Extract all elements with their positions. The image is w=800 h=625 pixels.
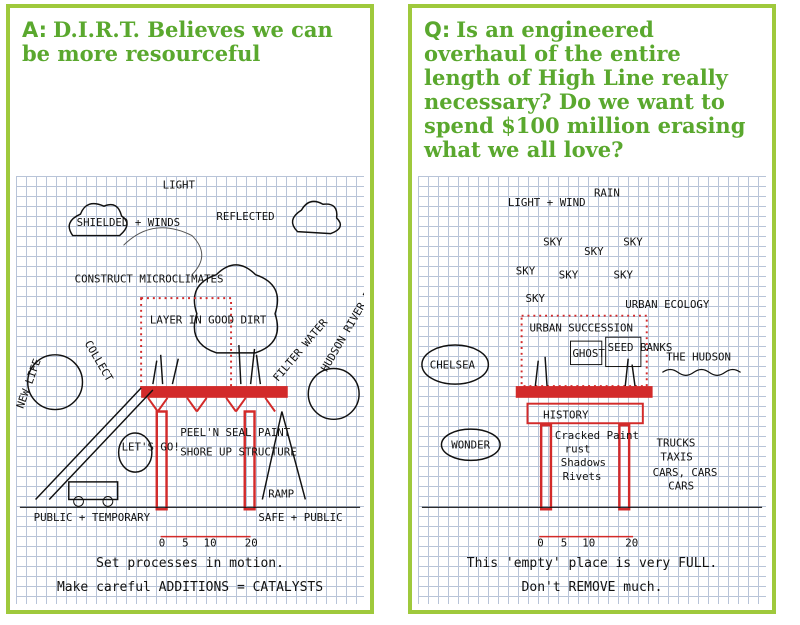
sketch-label-cars2: CARS [668,480,694,493]
hudson-waves [662,368,741,376]
sketch-label-sky: SKY [623,235,643,248]
sketch-label-peel: PEEL'N SEAL PAINT [180,426,291,439]
sketch-label-rain: RAIN [594,186,620,199]
truck-wheel [73,496,84,507]
sketch-label-filter: FILTER WATER [270,316,330,384]
plot-outline [520,314,648,388]
left-panel: A:D.I.R.T. Believes we can be more resou… [6,4,374,614]
scale-tick: 20 [245,536,258,549]
answer-badge: A: [22,18,48,42]
sketch-label-trucks: TRUCKS [657,437,696,450]
speech-bubble [117,432,153,473]
sketch-label-urban-ecology: URBAN ECOLOGY [625,298,710,311]
plants [152,344,262,385]
sketch-label-ramp: RAMP [268,488,294,501]
sketch-label-sky: SKY [516,265,536,278]
right-caption-1: This 'empty' place is very FULL. [466,556,718,571]
scale-tick: 10 [582,536,595,549]
left-sketch-paper: LIGHT SHIELDED + WINDS REFLECTED CONSTRU… [16,176,364,604]
wonder-bubble [440,428,501,462]
sketch-label-shadows: Shadows [561,456,606,469]
right-heading: Q:Is an engineered overhaul of the entir… [424,18,762,162]
sketch-label-light-wind: LIGHT + WIND [508,196,586,209]
viaduct-bracing [147,397,276,413]
scale-tick: 0 [159,536,165,549]
sketch-label-cracked-paint: Cracked Paint [555,429,639,442]
sketch-label-sky: SKY [526,292,546,305]
sketch-label-taxis: TAXIS [660,450,692,463]
right-heading-text: Is an engineered overhaul of the entire … [424,17,746,162]
sketch-label-collect: COLLECT [82,338,116,384]
sketch-label-sky: SKY [614,269,634,282]
sketch-label-cars: CARS, CARS [653,466,718,479]
sketch-label-reflected: REFLECTED [216,210,274,223]
sketch-label-layer: LAYER IN GOOD DIRT [150,314,267,327]
sketch-label-sky: SKY [543,235,563,248]
viaduct-column-right [618,423,631,511]
seed-banks-box [605,336,642,368]
truck-wheel [102,496,114,507]
viaduct-deck [515,386,653,398]
left-caption-1: Set processes in motion. [96,556,284,571]
question-badge: Q: [424,18,451,42]
scale-tick: 20 [625,536,638,549]
ramp-hill [261,411,307,500]
scale-tick: 5 [561,536,567,549]
sketch-label-rust: rust [565,443,591,456]
left-heading: A:D.I.R.T. Believes we can be more resou… [22,18,360,66]
stairs [35,387,154,500]
right-panel: Q:Is an engineered overhaul of the entir… [408,4,776,614]
sketch-label-chelsea: CHELSEA [430,358,476,371]
sketch-label-rivets: Rivets [563,470,602,483]
sketch-label-light: LIGHT [163,179,196,192]
sketch-label-wonder: WONDER [451,439,490,452]
chelsea-cloud [421,344,490,385]
cloud-right [291,200,342,235]
sketch-label-history: HISTORY [543,408,589,421]
sketch-label-sky: SKY [559,269,579,282]
truck [68,481,119,501]
sketch-label-seed-banks: SEED BANKS [608,341,673,354]
scale-tick: 10 [204,536,217,549]
sketch-label-shielded: SHIELDED + WINDS [77,216,181,229]
history-band [526,402,644,425]
right-sketch-paper: LIGHT + WIND RAIN SKY SKY SKY SKY SKY SK… [418,176,766,604]
plants [534,356,636,387]
left-caption-2: Make careful ADDITIONS = CATALYSTS [56,580,324,595]
scale-tick: 0 [537,536,543,549]
tree-canopy [193,264,279,354]
left-heading-text: D.I.R.T. Believes we can be more resourc… [22,17,333,66]
sketch-label-hudson: THE HUDSON [666,351,731,364]
right-sketch: LIGHT + WIND RAIN SKY SKY SKY SKY SKY SK… [421,186,763,549]
sketch-label-shore: SHORE UP STRUCTURE [180,445,297,458]
scale-tick: 5 [182,536,188,549]
viaduct-column-right [243,410,256,511]
vignette-circle-right [307,367,360,421]
sketch-label-public-temp: PUBLIC + TEMPORARY [34,511,151,524]
sketch-label-new-life: NEW LIFE [16,357,44,410]
sketch-label-lets-go: LET'S GO! [122,441,180,454]
viaduct-column-left [539,423,553,511]
sketch-label-safe-public: SAFE + PUBLIC [258,511,342,524]
right-caption-2: Don't REMOVE much. [521,580,663,595]
viaduct-deck [141,386,288,398]
sketch-label-urban-succession: URBAN SUCCESSION [529,321,633,334]
wind-swirl [123,227,203,275]
left-sketch: LIGHT SHIELDED + WINDS REFLECTED CONSTRU… [16,179,364,550]
sketch-label-ghost: GHOST [572,347,605,360]
sketch-label-sky: SKY [584,245,604,258]
cloud-left [68,202,128,237]
ghost-box [570,340,603,366]
vignette-circle-left [26,354,84,411]
viaduct-column-left [155,410,168,511]
sketch-label-construct: CONSTRUCT MICROCLIMATES [75,272,224,285]
